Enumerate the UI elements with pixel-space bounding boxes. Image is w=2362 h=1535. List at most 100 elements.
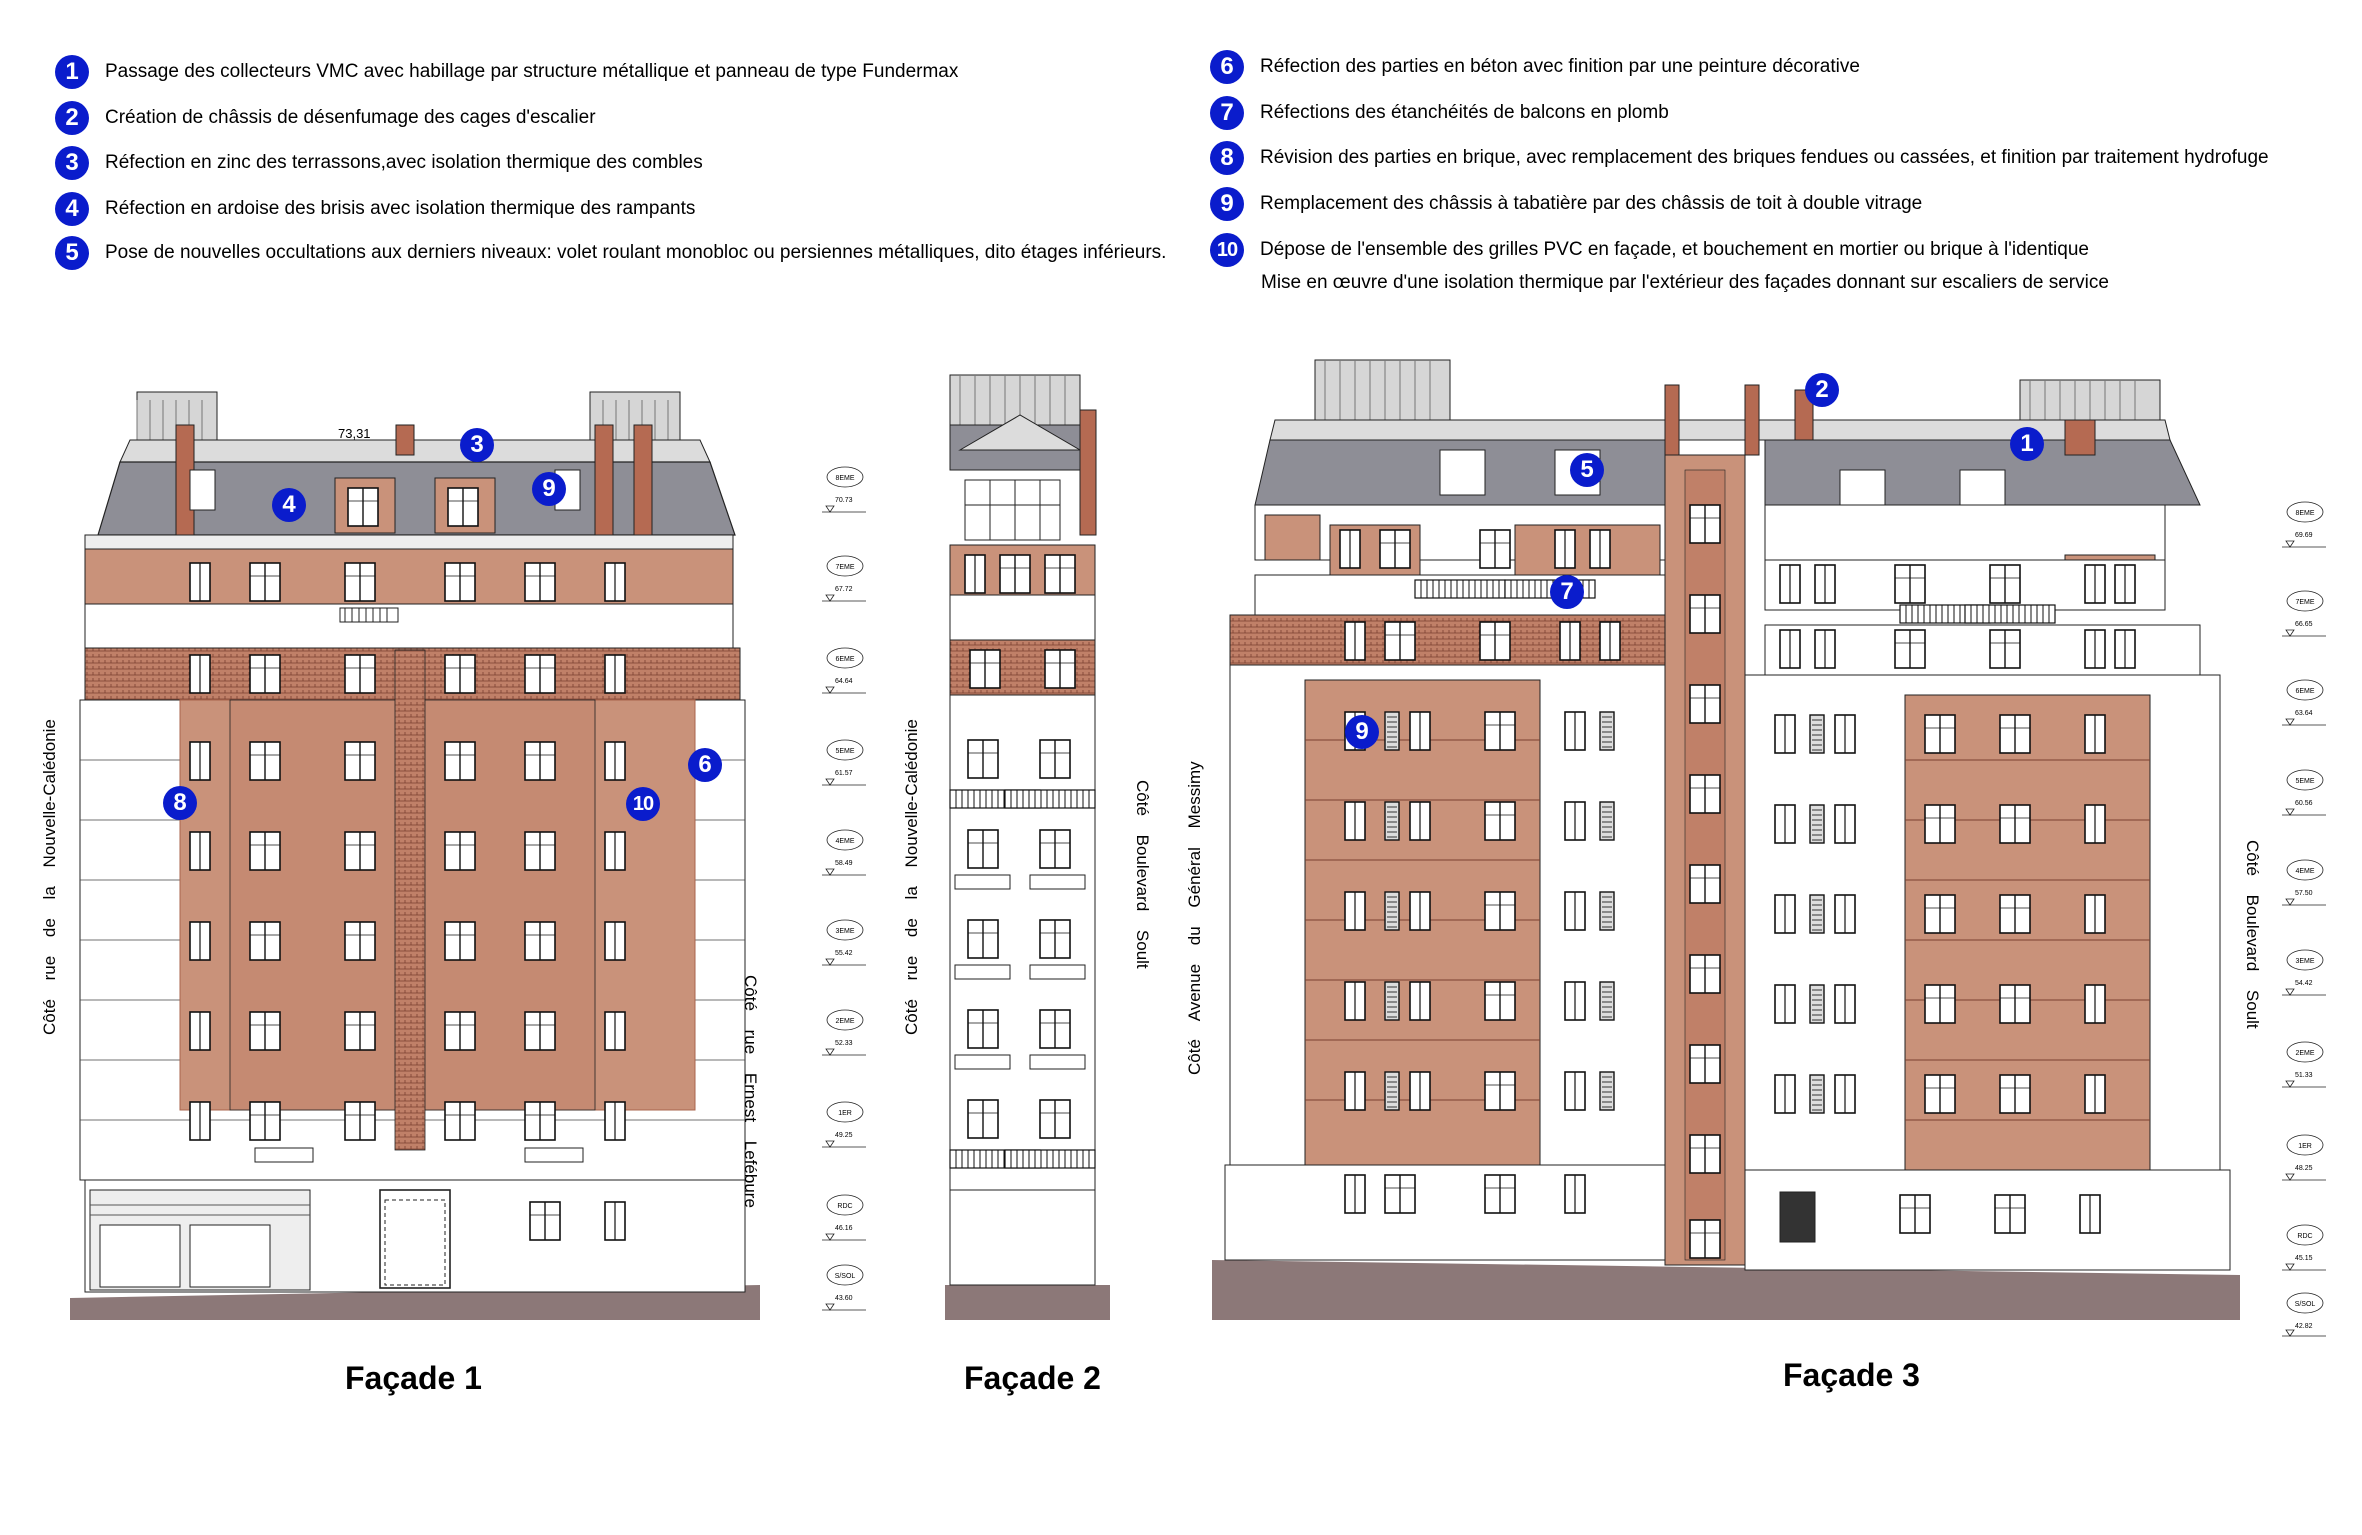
level-name: 8EME xyxy=(2295,510,2314,517)
facade-3-badge-5: 5 xyxy=(1570,453,1604,487)
facade-1-badge-6: 6 xyxy=(688,748,722,782)
level-altitude: 67.72 xyxy=(835,586,853,593)
level-altitude: 69.69 xyxy=(2295,532,2313,539)
facade-1-badge-9: 9 xyxy=(532,472,566,506)
level-altitude: 70.73 xyxy=(835,497,853,504)
legend-item-9: 9 Remplacement des châssis à tabatière p… xyxy=(1210,187,1922,221)
facade-3-badge-2: 2 xyxy=(1805,373,1839,407)
facade-1-badge-4: 4 xyxy=(272,488,306,522)
legend-text: Passage des collecteurs VMC avec habilla… xyxy=(105,61,959,82)
facade-3-drawing xyxy=(1212,359,2240,1320)
level-altitude: 42.82 xyxy=(2295,1323,2313,1330)
level-altitude: 51.33 xyxy=(2295,1072,2313,1079)
facade-3-badge-7: 7 xyxy=(1550,575,1584,609)
facade-3-badge-9: 9 xyxy=(1345,715,1379,749)
level-name: 8EME xyxy=(835,475,854,482)
legend-number-badge: 3 xyxy=(55,146,89,180)
level-name: 3EME xyxy=(2295,958,2314,965)
level-altitude: 55.42 xyxy=(835,950,853,957)
legend-text: Réfection des parties en béton avec fini… xyxy=(1260,56,1860,77)
level-name: 4EME xyxy=(835,838,854,845)
level-altitude: 61.57 xyxy=(835,770,853,777)
facade-1-right-side-label: Côté rue Ernest Lefébure xyxy=(741,975,760,1208)
level-altitude: 52.33 xyxy=(835,1040,853,1047)
legend-item-10: 10 Dépose de l'ensemble des grilles PVC … xyxy=(1210,233,2089,267)
legend-text: Pose de nouvelles occultations aux derni… xyxy=(105,242,1167,263)
legend-number-badge: 1 xyxy=(55,55,89,89)
legend-number-badge: 9 xyxy=(1210,187,1244,221)
legend-item-4: 4 Réfection en ardoise des brisis avec i… xyxy=(55,192,695,226)
legend-text: Réfections des étanchéités de balcons en… xyxy=(1260,102,1669,123)
legend-item-8: 8 Révision des parties en brique, avec r… xyxy=(1210,141,2269,175)
legend-text: Révision des parties en brique, avec rem… xyxy=(1260,147,2269,168)
level-altitude: 45.15 xyxy=(2295,1255,2313,1262)
facade-1-badge-10: 10 xyxy=(626,787,660,821)
level-name: 4EME xyxy=(2295,868,2314,875)
level-altitude: 48.25 xyxy=(2295,1165,2313,1172)
level-name: RDC xyxy=(2297,1233,2312,1240)
legend-text: Dépose de l'ensemble des grilles PVC en … xyxy=(1260,239,2089,260)
level-altitude: 54.42 xyxy=(2295,980,2313,987)
facade-1-drawing xyxy=(70,391,760,1320)
level-name: 1ER xyxy=(838,1110,852,1117)
legend-text: Réfection en ardoise des brisis avec iso… xyxy=(105,198,696,219)
level-name: 6EME xyxy=(2295,688,2314,695)
level-altitude: 49.25 xyxy=(835,1132,853,1139)
legend-number-badge: 5 xyxy=(55,236,89,270)
level-name: 5EME xyxy=(835,748,854,755)
legend-number-badge: 7 xyxy=(1210,96,1244,130)
level-altitude: 63.64 xyxy=(2295,710,2313,717)
level-altitude: 46.16 xyxy=(835,1225,853,1232)
facade-2-caption: Façade 2 xyxy=(964,1360,1101,1396)
facade-1-badge-3: 3 xyxy=(460,428,494,462)
facade-2-drawing xyxy=(945,374,1110,1320)
legend-number-badge: 6 xyxy=(1210,50,1244,84)
facade-3-badge-1: 1 xyxy=(2010,427,2044,461)
facade-3-left-side-label: Côté Avenue du Général Messimy xyxy=(1185,761,1204,1075)
level-name: 2EME xyxy=(835,1018,854,1025)
legend-number-badge: 2 xyxy=(55,101,89,135)
facade-1-left-side-label: Côté rue de la Nouvelle-Calédonie xyxy=(40,719,59,1035)
facade-3-stair-windows xyxy=(1689,504,1721,1259)
facade-2-left-side-label: Côté rue de la Nouvelle-Calédonie xyxy=(902,719,921,1035)
level-altitude: 66.65 xyxy=(2295,621,2313,628)
level-altitude: 43.60 xyxy=(835,1295,853,1302)
level-name: 3EME xyxy=(835,928,854,935)
level-markers-a xyxy=(821,466,867,1311)
legend-text: Création de châssis de désenfumage des c… xyxy=(105,107,596,128)
legend-item-5: 5 Pose de nouvelles occultations aux der… xyxy=(55,236,1166,270)
level-name: 1ER xyxy=(2298,1143,2312,1150)
legend-extra-text: Mise en œuvre d'une isolation thermique … xyxy=(1261,272,2109,293)
level-altitude: 57.50 xyxy=(2295,890,2313,897)
legend-number-badge: 4 xyxy=(55,192,89,226)
facade-1-caption: Façade 1 xyxy=(345,1360,482,1396)
legend-item-2: 2 Création de châssis de désenfumage des… xyxy=(55,101,596,135)
level-altitude: 64.64 xyxy=(835,678,853,685)
level-name: S/SOL xyxy=(835,1273,856,1280)
legend-text: Réfection en zinc des terrassons,avec is… xyxy=(105,152,703,173)
level-name: S/SOL xyxy=(2295,1301,2316,1308)
roof-height-label: 73,31 xyxy=(338,426,371,441)
level-altitude: 60.56 xyxy=(2295,800,2313,807)
level-markers-b xyxy=(2281,501,2327,1337)
level-name: 7EME xyxy=(835,564,854,571)
level-name: RDC xyxy=(837,1203,852,1210)
legend-number-badge: 10 xyxy=(1210,233,1244,267)
level-name: 5EME xyxy=(2295,778,2314,785)
level-name: 6EME xyxy=(835,656,854,663)
legend-text: Remplacement des châssis à tabatière par… xyxy=(1260,193,1923,214)
legend-item-3: 3 Réfection en zinc des terrassons,avec … xyxy=(55,146,703,180)
legend-number-badge: 8 xyxy=(1210,141,1244,175)
level-name: 7EME xyxy=(2295,599,2314,606)
legend-item-7: 7 Réfections des étanchéités de balcons … xyxy=(1210,96,1669,130)
facade-3-caption: Façade 3 xyxy=(1783,1357,1920,1393)
legend-item-6: 6 Réfection des parties en béton avec fi… xyxy=(1210,50,1860,84)
level-name: 2EME xyxy=(2295,1050,2314,1057)
legend-item-1: 1 Passage des collecteurs VMC avec habil… xyxy=(55,55,958,89)
facade-3-right-side-label: Côté Boulevard Soult xyxy=(2243,840,2262,1029)
level-altitude: 58.49 xyxy=(835,860,853,867)
facade-1-badge-8: 8 xyxy=(163,786,197,820)
